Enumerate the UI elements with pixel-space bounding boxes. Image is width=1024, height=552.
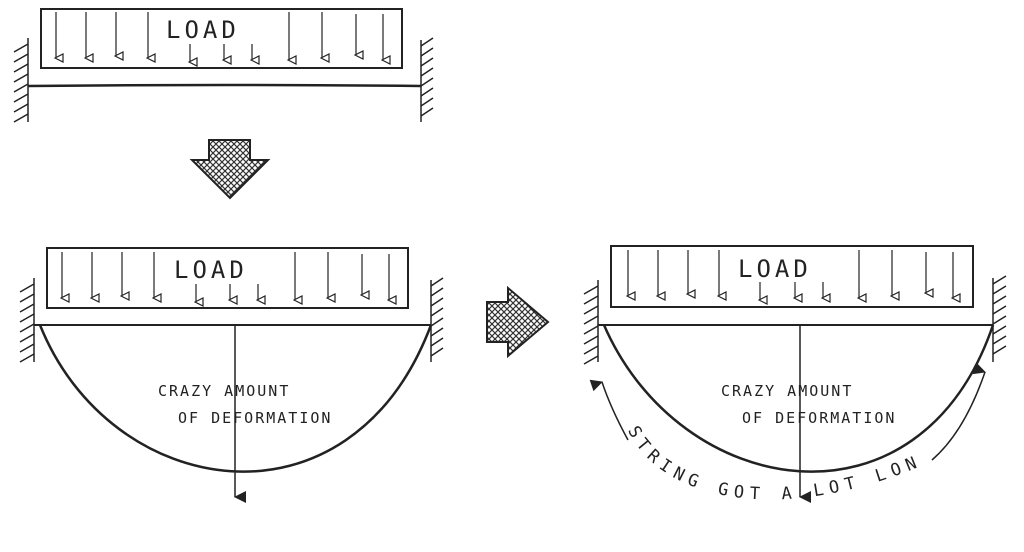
load-arrows <box>628 250 953 300</box>
left-wall <box>13 38 29 123</box>
left-length-arrow <box>589 379 629 441</box>
load-box <box>610 245 974 308</box>
load-box <box>46 247 409 309</box>
load-label: LOAD <box>738 255 812 283</box>
annotation-line-1: CRAZY AMOUNT <box>721 382 853 400</box>
transition-arrow-down-icon <box>189 139 271 200</box>
deformed-string <box>38 324 433 473</box>
load-box <box>40 8 403 69</box>
transition-arrow-right-icon <box>486 285 550 359</box>
annotation-line-1: CRAZY AMOUNT <box>158 382 290 400</box>
right-length-arrow <box>931 362 986 461</box>
left-wall <box>19 278 35 363</box>
annotation-line-2: OF DEFORMATION <box>742 409 896 427</box>
top-panel: LOAD <box>13 8 434 123</box>
right-wall <box>992 275 1007 362</box>
right-wall <box>430 277 444 362</box>
load-label: LOAD <box>166 16 240 44</box>
right-wall <box>420 37 434 122</box>
annotation-line-2: OF DEFORMATION <box>178 409 332 427</box>
load-label: LOAD <box>174 256 248 284</box>
string-line <box>27 83 422 88</box>
left-wall <box>583 280 599 365</box>
bottom-left-panel: LOAD CRAZY AMOUNT OF DEFORMATION <box>19 247 444 503</box>
load-arrows <box>62 252 389 302</box>
load-arrows <box>56 12 383 62</box>
